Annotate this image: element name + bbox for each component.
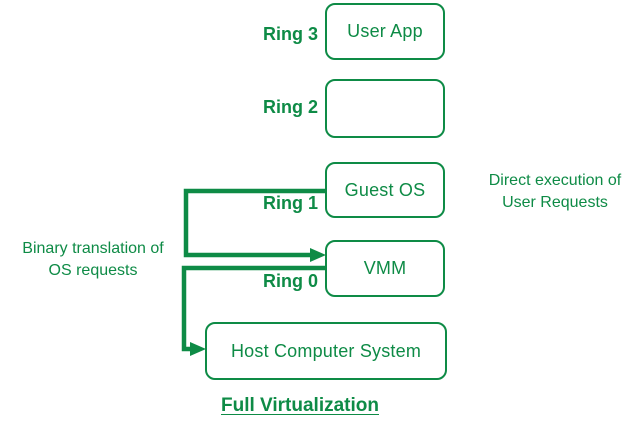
ring-1-label: Ring 1 bbox=[262, 193, 318, 213]
user-app-box-label: User App bbox=[347, 21, 423, 41]
ring-3-label: Ring 3 bbox=[262, 24, 318, 44]
user-app-box: User App bbox=[325, 3, 445, 60]
guest-os-box: Guest OS bbox=[325, 162, 445, 218]
vmm-box: VMM bbox=[325, 240, 445, 297]
ring-2-label: Ring 2 bbox=[262, 97, 318, 117]
diagram-title: Full Virtualization bbox=[221, 395, 379, 416]
vmm-box-label: VMM bbox=[363, 258, 407, 278]
ring-2-empty-box bbox=[325, 79, 445, 138]
host-computer-system-box-label: Host Computer System bbox=[230, 340, 422, 361]
host-computer-system-box: Host Computer System bbox=[205, 322, 447, 380]
ring-0-label: Ring 0 bbox=[262, 271, 318, 291]
direct-execution-annotation: Direct execution of User Requests bbox=[488, 172, 622, 211]
guest-os-box-label: Guest OS bbox=[344, 179, 426, 200]
binary-translation-annotation: Binary translation of OS requests bbox=[22, 240, 164, 279]
